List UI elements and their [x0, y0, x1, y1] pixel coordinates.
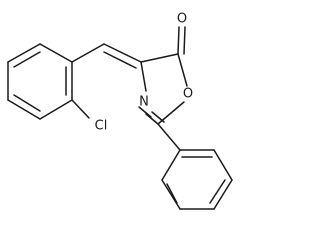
- bond-c-o: [177, 26, 180, 55]
- bond: [103, 43, 142, 63]
- bond-c-cl: [71, 99, 90, 119]
- bond: [7, 43, 41, 63]
- bond: [157, 123, 181, 151]
- bond-double-inner: [138, 106, 152, 118]
- bond: [7, 99, 41, 120]
- bond: [39, 99, 73, 120]
- bond-double-inner: [209, 179, 226, 204]
- phenyl-ring: [161, 149, 233, 210]
- bond: [71, 43, 105, 63]
- chlorophenyl-ring: [7, 43, 73, 120]
- bond: [177, 53, 188, 87]
- atom-label-carbonyl-oxygen: O: [177, 12, 187, 27]
- bond-double-inner: [166, 183, 178, 204]
- chemical-structure-diagram: O O N Cl: [7, 12, 233, 210]
- bond: [145, 113, 159, 125]
- bond-double-inner: [151, 111, 165, 123]
- bond: [140, 61, 147, 92]
- bond-double-inner: [13, 51, 41, 68]
- oxazolone-ring: [138, 53, 188, 125]
- atom-label-ring-nitrogen: N: [139, 95, 149, 110]
- atom-label-chlorine: Cl: [95, 119, 108, 134]
- bond: [161, 149, 181, 181]
- bond: [161, 179, 181, 210]
- bond: [213, 149, 233, 181]
- bond: [39, 43, 73, 63]
- bond-double-inner: [13, 94, 41, 112]
- bond: [140, 53, 179, 63]
- bond-double-inner: [103, 51, 137, 69]
- atom-label-ring-oxygen: O: [183, 87, 193, 102]
- bond-c-o: [183, 26, 186, 55]
- bond: [213, 179, 233, 210]
